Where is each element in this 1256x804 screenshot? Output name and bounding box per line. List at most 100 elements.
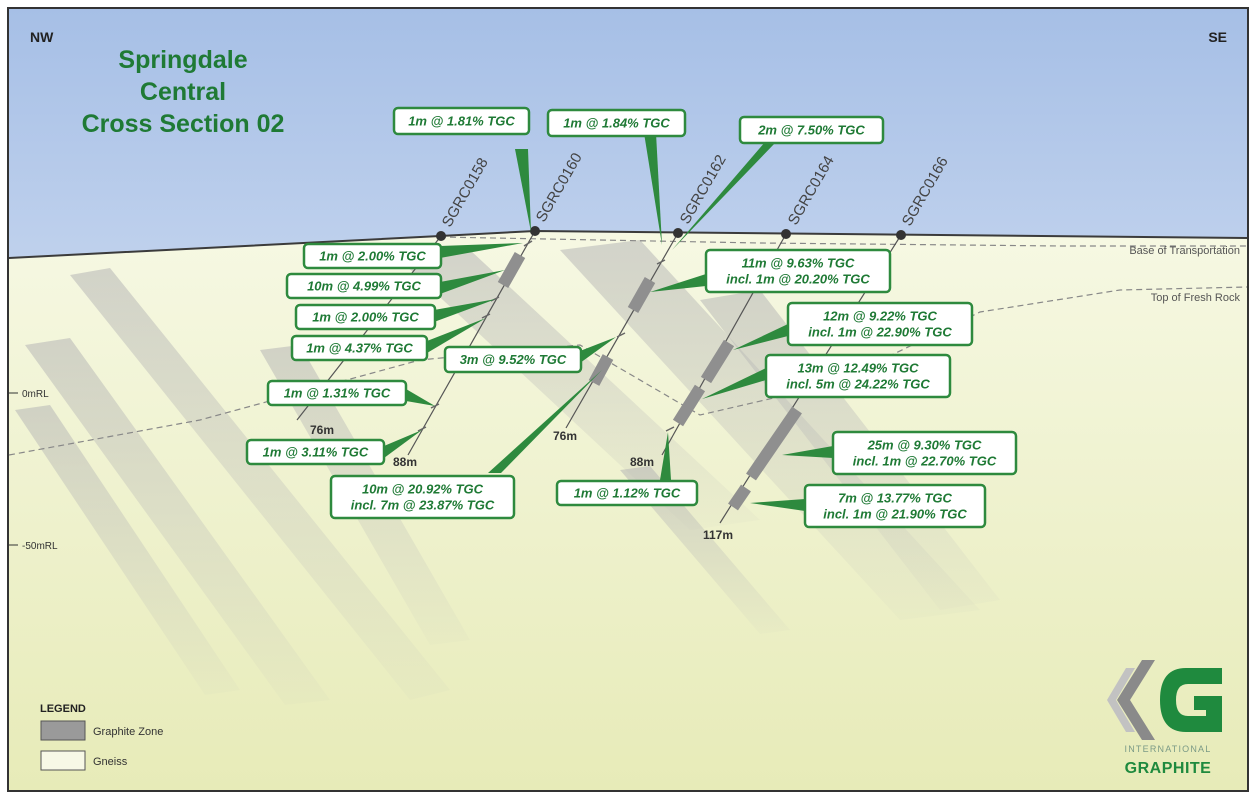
leader (406, 389, 435, 406)
base-of-transportation-label: Base of Transportation (1129, 245, 1240, 257)
callout-text: 3m @ 9.52% TGC (460, 352, 567, 367)
callout-box (803, 483, 987, 529)
leader (733, 324, 788, 350)
callout-text: incl. 7m @ 23.87% TGC (351, 498, 495, 513)
collar-dot (896, 230, 906, 240)
rl-label-0: 0mRL (22, 389, 49, 400)
assay-callout: 1m @ 1.84% TGC (546, 108, 687, 138)
callout-box (738, 115, 885, 145)
assay-callout: 1m @ 4.37% TGC (290, 334, 429, 362)
intercept (746, 406, 802, 481)
leader (672, 142, 776, 250)
band (620, 466, 790, 634)
collars (436, 226, 906, 241)
callout-text: 10m @ 20.92% TGC (362, 482, 484, 497)
callout-leaders (384, 133, 833, 511)
intercept-tick (616, 332, 626, 338)
leader (650, 274, 706, 292)
leader (515, 149, 531, 232)
intercept (672, 384, 706, 427)
assay-callout: 3m @ 9.52% TGC (443, 345, 583, 374)
leader (750, 499, 805, 511)
graphite-intercepts (417, 240, 802, 511)
collar-dot (436, 231, 446, 241)
title-line-3: Cross Section 02 (82, 110, 285, 138)
callout-text: 10m @ 4.99% TGC (307, 279, 421, 294)
callout-text: 1m @ 1.84% TGC (563, 116, 670, 131)
callout-text: 2m @ 7.50% TGC (757, 123, 865, 138)
assay-callout: 1m @ 3.11% TGC (245, 438, 386, 466)
logo-text-line2: GRAPHITE (1125, 760, 1212, 777)
base-of-transportation-line (439, 236, 1247, 247)
callout-text: 7m @ 13.77% TGC (838, 491, 952, 506)
leader (644, 133, 662, 245)
callout-text: incl. 1m @ 22.70% TGC (853, 454, 997, 469)
callout-text: 1m @ 2.00% TGC (312, 310, 419, 325)
depth-label: 117m (703, 528, 733, 542)
leader (702, 368, 766, 399)
callout-box (290, 334, 429, 362)
collar-dot (781, 229, 791, 239)
band (70, 268, 450, 700)
callout-box (294, 303, 437, 331)
leader (440, 243, 523, 258)
callout-text: 1m @ 2.00% TGC (319, 249, 426, 264)
hole-trace (565, 232, 679, 429)
callout-text: incl. 1m @ 20.20% TGC (726, 272, 870, 287)
international-graphite-logo: INTERNATIONAL GRAPHITE (1107, 660, 1222, 777)
leader (660, 432, 671, 480)
assay-callout: 1m @ 1.81% TGC (392, 106, 531, 136)
leader (384, 430, 422, 458)
callout-box (245, 438, 386, 466)
logo-mark-grey (1117, 660, 1155, 740)
callout-text: incl. 1m @ 22.90% TGC (808, 325, 952, 340)
callout-box (786, 301, 974, 347)
callout-text: 1m @ 1.12% TGC (574, 486, 681, 501)
callout-box (443, 345, 583, 374)
assay-callout: 1m @ 2.00% TGC (302, 242, 443, 270)
legend-swatch-gneiss (40, 750, 86, 771)
assay-callout: 1m @ 2.00% TGC (294, 303, 437, 331)
leader (434, 299, 496, 322)
logo-mark-g (1160, 668, 1222, 732)
assay-callout: 2m @ 7.50% TGC (738, 115, 885, 145)
callout-text: 1m @ 1.31% TGC (284, 386, 391, 401)
intercept (627, 277, 656, 313)
intercept-tick (665, 426, 675, 432)
collar-dot (530, 226, 540, 236)
callout-text: 1m @ 3.11% TGC (263, 445, 369, 460)
callout-text: 13m @ 12.49% TGC (797, 361, 919, 376)
legend-label-gneiss: Gneiss (93, 756, 128, 768)
legend-swatch-graphite-zone (40, 720, 86, 741)
callout-box (302, 242, 443, 270)
intercept (588, 354, 614, 386)
legend-title: LEGEND (40, 703, 86, 715)
leader (782, 446, 833, 458)
band (25, 338, 330, 705)
callout-text: incl. 5m @ 24.22% TGC (786, 377, 930, 392)
callout-box (266, 379, 408, 407)
callout-box (546, 108, 687, 138)
callout-box (704, 248, 892, 294)
callout-box (831, 430, 1018, 476)
callout-text: 11m @ 9.63% TGC (742, 256, 855, 271)
rl-label-50: -50mRL (22, 541, 58, 552)
intercept-tick (481, 313, 491, 319)
callout-box (392, 106, 531, 136)
depth-label: 76m (553, 429, 577, 443)
callout-text: 25m @ 9.30% TGC (867, 438, 982, 453)
intercept-tick (656, 259, 666, 265)
callout-box (764, 353, 952, 399)
legend: LEGEND Graphite Zone Gneiss (40, 703, 163, 771)
callout-text: incl. 1m @ 21.90% TGC (823, 507, 967, 522)
callout-box (285, 272, 443, 300)
logo-text-line1: INTERNATIONAL (1125, 744, 1212, 754)
depth-label: 76m (310, 423, 334, 437)
intercept-tick (523, 240, 533, 247)
depth-label: 88m (393, 455, 417, 469)
